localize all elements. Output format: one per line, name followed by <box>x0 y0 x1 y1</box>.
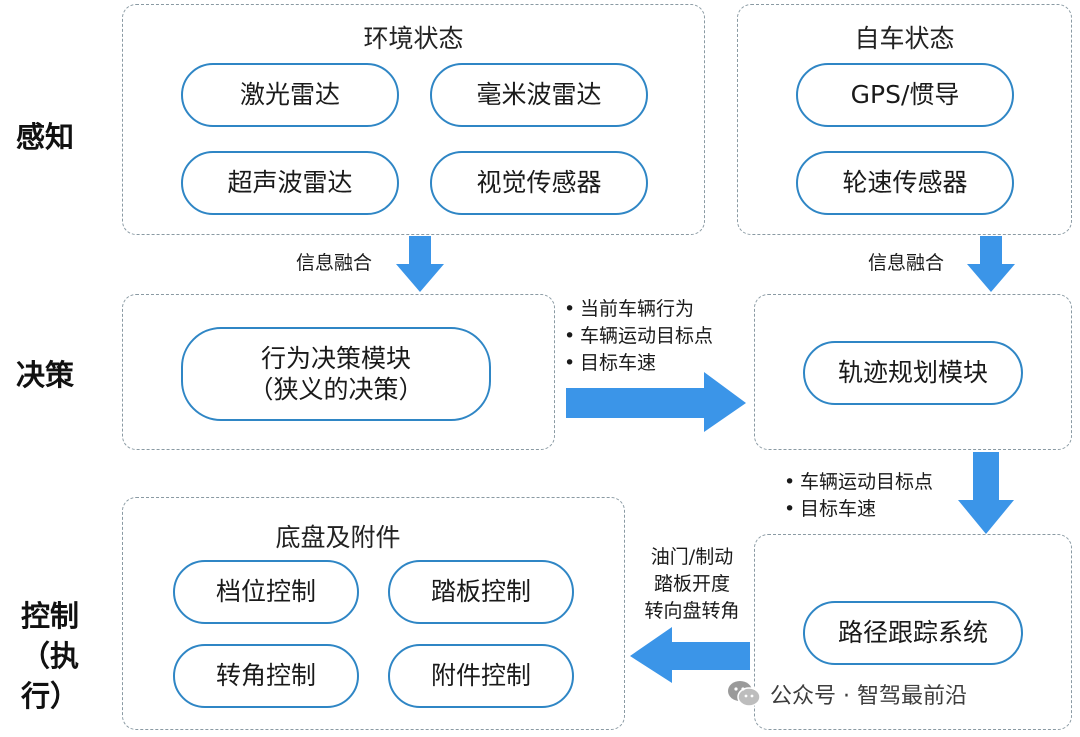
trajectory-output-item: •目标车速 <box>784 498 877 520</box>
tracking-to-chassis-arrow <box>630 627 750 683</box>
fusion-arrow-left <box>396 236 444 292</box>
gps-ins-pill: GPS/惯导 <box>796 63 1014 127</box>
chassis-accessory-title: 底盘及附件 <box>275 523 401 552</box>
label-control-line2: （执行） <box>20 639 79 713</box>
pedal-control-pill: 踏板控制 <box>388 560 574 624</box>
trajectory-planning-module: 轨迹规划模块 <box>803 341 1023 405</box>
steering-control-pill: 转角控制 <box>173 644 359 708</box>
label-decision: 决策 <box>16 358 75 392</box>
behavior-output-item: •当前车辆行为 <box>564 298 695 320</box>
behavior-output-item: •目标车速 <box>564 352 657 374</box>
lidar-pill: 激光雷达 <box>181 63 399 127</box>
path-tracking-module: 路径跟踪系统 <box>803 601 1023 665</box>
watermark-text: 公众号 · 智驾最前沿 <box>770 684 967 709</box>
trajectory-output-item: •车辆运动目标点 <box>784 471 934 493</box>
fusion-arrow-right <box>967 236 1015 292</box>
mmwave-radar-pill: 毫米波雷达 <box>430 63 648 127</box>
trajectory-output-list: •车辆运动目标点 •目标车速 <box>784 469 933 523</box>
accessory-control-pill: 附件控制 <box>388 644 574 708</box>
path-tracking-box: 路径跟踪系统 <box>754 534 1072 730</box>
label-control-line1: 控制 <box>20 599 79 633</box>
tracking-output-item: 油门/制动 <box>650 546 734 568</box>
wheel-speed-sensor-pill: 轮速传感器 <box>796 151 1014 215</box>
behavior-to-trajectory-arrow <box>566 372 746 432</box>
behavior-output-item: •车辆运动目标点 <box>564 325 714 347</box>
tracking-output-item: 转向盘转角 <box>644 600 740 622</box>
behavior-output-list: •当前车辆行为 •车辆运动目标点 •目标车速 <box>564 296 713 377</box>
ego-state-title: 自车状态 <box>854 24 955 53</box>
chassis-accessory-box: 底盘及附件 档位控制 踏板控制 转角控制 附件控制 <box>122 497 625 730</box>
tracking-output-item: 踏板开度 <box>653 573 730 595</box>
behavior-decision-module: 行为决策模块 （狭义的决策） <box>181 327 491 421</box>
behavior-decision-box: 行为决策模块 （狭义的决策） <box>122 294 555 450</box>
behavior-module-subtitle: （狭义的决策） <box>248 375 424 404</box>
environment-state-title: 环境状态 <box>363 24 464 53</box>
ego-state-box: 自车状态 GPS/惯导 轮速传感器 <box>737 4 1072 235</box>
fusion-label-left: 信息融合 <box>296 252 373 274</box>
trajectory-to-tracking-arrow <box>958 452 1014 534</box>
fusion-label-right: 信息融合 <box>868 252 945 274</box>
ultrasonic-radar-pill: 超声波雷达 <box>181 151 399 215</box>
environment-state-box: 环境状态 激光雷达 毫米波雷达 超声波雷达 视觉传感器 <box>122 4 705 235</box>
trajectory-planning-box: 轨迹规划模块 <box>754 294 1072 450</box>
tracking-output-list: 油门/制动 踏板开度 转向盘转角 <box>636 544 748 625</box>
label-control: 控制 （执行） <box>2 596 98 716</box>
vision-sensor-pill: 视觉传感器 <box>430 151 648 215</box>
wechat-icon <box>728 681 761 707</box>
gear-control-pill: 档位控制 <box>173 560 359 624</box>
behavior-module-title: 行为决策模块 <box>260 343 411 373</box>
label-perception: 感知 <box>16 120 75 154</box>
watermark: 公众号 · 智驾最前沿 <box>726 676 967 712</box>
